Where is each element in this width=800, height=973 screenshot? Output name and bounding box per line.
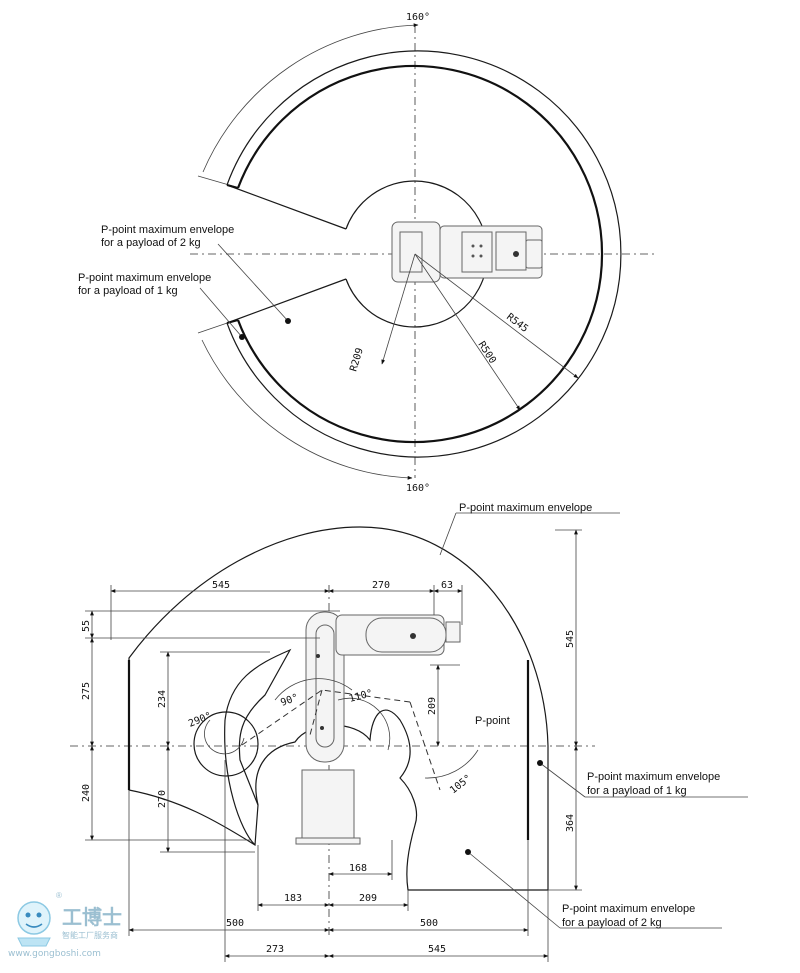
angle-105-label: 105° (448, 773, 474, 797)
angle-110-label: 110° (348, 688, 374, 705)
dim-500-left-label: 500 (226, 918, 244, 929)
joint-circle (193, 711, 259, 777)
dim-545-bottom-label: 545 (428, 944, 446, 955)
angle-top-label: 160° (406, 12, 430, 23)
angle-290-label: 290° (187, 711, 213, 730)
label-2kg-side-line2: for a payload of 2 kg (562, 917, 662, 929)
side-inner-envelope (224, 648, 292, 806)
angle-construct-3 (409, 701, 441, 791)
envelope-r545 (226, 50, 622, 458)
angle-bottom-label: 160° (406, 483, 430, 494)
arc-90 (274, 678, 353, 701)
angle-90-label: 90° (279, 692, 300, 709)
envelope-r500 (236, 64, 604, 444)
dim-275-label: 275 (81, 682, 92, 700)
dim-234-label: 234 (157, 690, 168, 708)
arc-110 (337, 697, 391, 751)
extension-lines (85, 529, 582, 962)
label-1kg-side-line1: P-point maximum envelope (587, 771, 720, 783)
angle-arc-bottom (201, 339, 413, 480)
label-2kg-top-line2: for a payload of 2 kg (101, 237, 201, 249)
dim-55-label: 55 (81, 620, 92, 632)
angle-arc-top (202, 23, 419, 173)
side-inner-envelope-2 (224, 719, 256, 846)
dim-240-label: 240 (81, 784, 92, 802)
radius-r545-line (414, 253, 579, 379)
brand-sub: 智能工厂服务商 (62, 930, 118, 940)
label-2kg-side-line1: P-point maximum envelope (562, 903, 695, 915)
label-1kg-top-line1: P-point maximum envelope (78, 272, 211, 284)
leader-envelope (439, 512, 457, 556)
label-2kg-top-line1: P-point maximum envelope (101, 224, 234, 236)
dim-270-left-label: 270 (157, 790, 168, 808)
dim-545-top-label: 545 (212, 580, 230, 591)
dim-270-label: 270 (372, 580, 390, 591)
r209-label: R209 (348, 347, 366, 373)
robot-top-view (391, 221, 543, 283)
radius-r500-line (414, 253, 521, 411)
leader-2kg-side (467, 851, 561, 929)
leader-1kg-side (539, 762, 586, 798)
reg-mark: ® (56, 891, 62, 900)
angle-construct-1 (241, 689, 411, 746)
label-envelope-side: P-point maximum envelope (459, 502, 592, 514)
radius-r209-line (381, 253, 416, 365)
r500-label: R500 (475, 340, 497, 366)
label-1kg-side-line2: for a payload of 1 kg (587, 785, 687, 797)
p-point-label: P-point (475, 715, 510, 727)
arc-290 (204, 719, 245, 755)
mascot-icon: ® 工博士 智能工厂服务商 www.gongboshi.com (8, 891, 122, 959)
envelope-edge (226, 183, 239, 190)
dim-545-right-label: 545 (565, 630, 576, 648)
angle-construct-2 (309, 689, 323, 736)
envelope-edge (226, 318, 239, 325)
leader-2kg-top (217, 243, 289, 322)
brand-text: 工博士 (62, 905, 122, 929)
dim-183-label: 183 (284, 893, 302, 904)
brand-url: www.gongboshi.com (8, 949, 101, 959)
envelope-edge (226, 278, 347, 324)
dim-168-label: 168 (349, 863, 367, 874)
dim-209-h-label: 209 (359, 893, 377, 904)
dim-273-label: 273 (266, 944, 284, 955)
top-view: 160° 160° P-point maximum envelope for a… (78, 12, 655, 494)
dim-500-right-label: 500 (420, 918, 438, 929)
watermark-logo: ® 工博士 智能工厂服务商 www.gongboshi.com (6, 888, 166, 968)
dim-209-v-label: 209 (427, 697, 438, 715)
label-1kg-top-line2: for a payload of 1 kg (78, 285, 178, 297)
arc-105 (424, 749, 479, 779)
envelope-edge (226, 184, 347, 230)
dim-63-label: 63 (441, 580, 453, 591)
side-outer-envelope (128, 526, 549, 891)
side-view: P-point maximum envelope P-point maximum… (70, 502, 748, 962)
leader-1kg-top (199, 287, 243, 338)
dim-364-label: 364 (565, 814, 576, 832)
robot-side-view (295, 611, 461, 845)
